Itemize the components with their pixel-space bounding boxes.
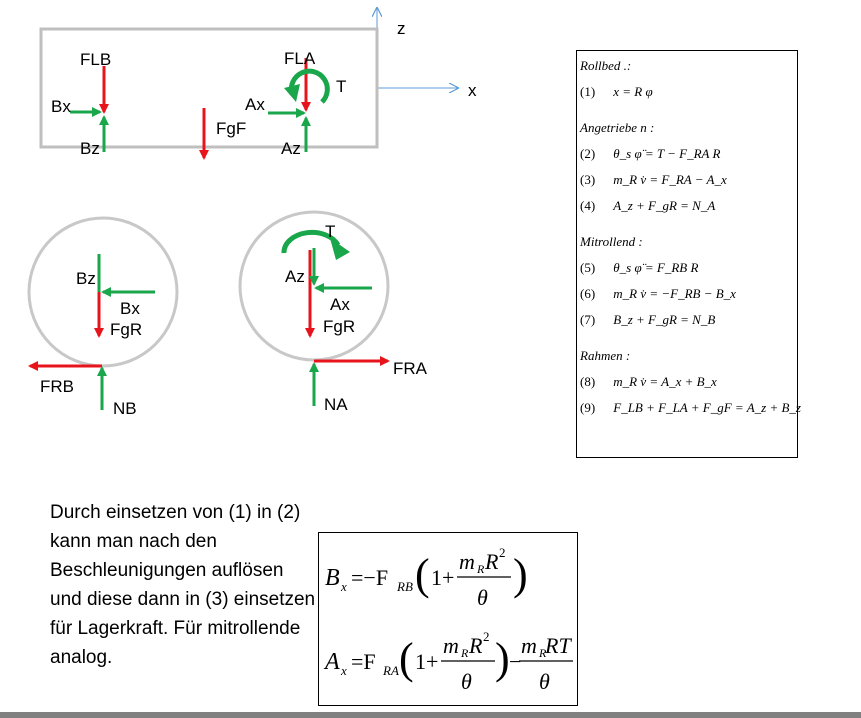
moment-T-arc	[288, 68, 330, 104]
svg-text:R: R	[538, 646, 547, 660]
bottom-divider	[0, 712, 861, 718]
equation-5: (5) θ_s φ̈ = F_RB R	[580, 255, 794, 281]
svg-text:RT: RT	[544, 633, 572, 658]
mitrollend-heading: Mitrollend :	[580, 234, 643, 249]
svg-text:m: m	[459, 549, 475, 574]
wheel-A-FRA-label: FRA	[393, 359, 428, 378]
equation-number: (6)	[580, 286, 596, 301]
equation-number: (7)	[580, 312, 596, 327]
equation-expression: F_LB + F_LA + F_gF = A_z + B_z	[613, 400, 801, 415]
result-formulas-box: B x =−F RB ( 1+ m R R 2 θ ) A x =F RA ( …	[318, 532, 578, 706]
svg-text:=−F: =−F	[351, 565, 388, 590]
wheel-B-NB-label: NB	[113, 399, 137, 418]
equation-number: (5)	[580, 260, 596, 275]
equation-2: (2) θ_s φ̈ = T − F_RA R	[580, 141, 794, 167]
svg-text:): )	[513, 550, 528, 599]
equation-expression: A_z + F_gR = N_A	[613, 198, 716, 213]
force-FLA-label: FLA	[284, 49, 316, 68]
svg-text:R: R	[460, 646, 469, 660]
equation-expression: θ_s φ̈ = F_RB R	[613, 260, 699, 275]
wheel-A-moment-T-arrowhead	[330, 238, 350, 260]
frame-rectangle	[39, 27, 379, 149]
svg-text:2: 2	[499, 545, 506, 560]
equation-number: (3)	[580, 172, 596, 187]
wheel-A-FgR-label: FgR	[323, 317, 355, 336]
equation-expression: m_R v̇ = F_RA − A_x	[613, 172, 727, 187]
frame-body: FLB Bx Bz FgF FLA T Ax Az	[39, 27, 379, 160]
x-axis-label: x	[468, 81, 477, 100]
equation-3: (3) m_R v̇ = F_RA − A_x	[580, 167, 794, 193]
svg-text:m: m	[521, 633, 537, 658]
rollbed-heading: Rollbed .:	[580, 58, 632, 73]
svg-text:1+: 1+	[415, 649, 438, 674]
svg-text:=F: =F	[351, 649, 376, 674]
wheel-A-Ax-label: Ax	[330, 295, 350, 314]
wheel-A-T-label: T	[325, 222, 335, 241]
wheel-A-NA-label: NA	[324, 395, 348, 414]
equation-expression: θ_s φ̈ = T − F_RA R	[613, 146, 721, 161]
force-FLB-label: FLB	[80, 50, 111, 69]
explanation-text: Durch einsetzen von (1) in (2) kann man …	[50, 502, 316, 668]
equation-number: (1)	[580, 84, 596, 99]
equation-1: (1) x = R φ	[580, 79, 794, 105]
svg-text:A: A	[323, 649, 340, 675]
svg-text:x: x	[340, 663, 347, 678]
wheel-B-Bz-label: Bz	[76, 269, 96, 288]
moment-T-label: T	[336, 77, 346, 96]
wheel-B-FgR-label: FgR	[110, 320, 142, 339]
svg-text:RB: RB	[396, 579, 413, 594]
svg-text:): )	[495, 634, 510, 683]
svg-text:RA: RA	[382, 663, 399, 678]
svg-text:R: R	[476, 562, 485, 576]
svg-text:R: R	[484, 549, 499, 574]
svg-text:B: B	[325, 565, 340, 591]
coordinate-axes: z x	[377, 8, 477, 100]
svg-text:θ: θ	[477, 585, 488, 610]
equation-4: (4) A_z + F_gR = N_A	[580, 193, 794, 219]
svg-text:θ: θ	[539, 669, 550, 694]
force-Az-label: Az	[281, 139, 301, 158]
svg-text:2: 2	[483, 629, 490, 644]
wheel-B: Bz Bx FgR FRB NB	[27, 216, 179, 418]
moment-T-arrowhead	[284, 84, 300, 102]
svg-text:x: x	[340, 579, 347, 594]
equation-number: (2)	[580, 146, 596, 161]
result-formulas: B x =−F RB ( 1+ m R R 2 θ ) A x =F RA ( …	[323, 545, 573, 694]
force-Bz-label: Bz	[80, 139, 100, 158]
equation-8: (8) m_R v̇ = A_x + B_x	[580, 369, 794, 395]
wheel-B-Bx-label: Bx	[120, 299, 140, 318]
svg-text:−: −	[509, 649, 521, 674]
equations-box: Rollbed .: (1) x = R φ Angetriebe n : (2…	[576, 50, 801, 458]
equation-7: (7) B_z + F_gR = N_B	[580, 307, 794, 333]
svg-text:R: R	[468, 633, 483, 658]
equation-number: (4)	[580, 198, 596, 213]
equation-6: (6) m_R v̇ = −F_RB − B_x	[580, 281, 794, 307]
rahmen-heading: Rahmen :	[580, 348, 631, 363]
equation-expression: m_R v̇ = −F_RB − B_x	[613, 286, 736, 301]
equation-expression: x = R φ	[613, 84, 653, 99]
z-axis-label: z	[397, 19, 406, 38]
wheel-A: T Az Ax FgR FRA NA	[238, 210, 428, 414]
wheel-A-moment-T-arc	[281, 229, 341, 254]
force-Bx-label: Bx	[51, 97, 71, 116]
equation-expression: B_z + F_gR = N_B	[613, 312, 716, 327]
equation-9: (9) F_LB + F_LA + F_gF = A_z + B_z	[580, 395, 801, 421]
force-FgF-label: FgF	[216, 119, 246, 138]
svg-text:θ: θ	[461, 669, 472, 694]
equation-number: (8)	[580, 374, 596, 389]
angetriebe-heading: Angetriebe n :	[580, 120, 655, 135]
wheel-A-Az-label: Az	[285, 267, 305, 286]
svg-text:(: (	[399, 634, 414, 683]
equation-expression: m_R v̇ = A_x + B_x	[613, 374, 717, 389]
svg-text:1+: 1+	[431, 565, 454, 590]
equation-number: (9)	[580, 400, 596, 415]
force-Ax-label: Ax	[245, 95, 265, 114]
wheel-B-FRB-label: FRB	[40, 377, 74, 396]
svg-text:(: (	[415, 550, 430, 599]
svg-text:m: m	[443, 633, 459, 658]
